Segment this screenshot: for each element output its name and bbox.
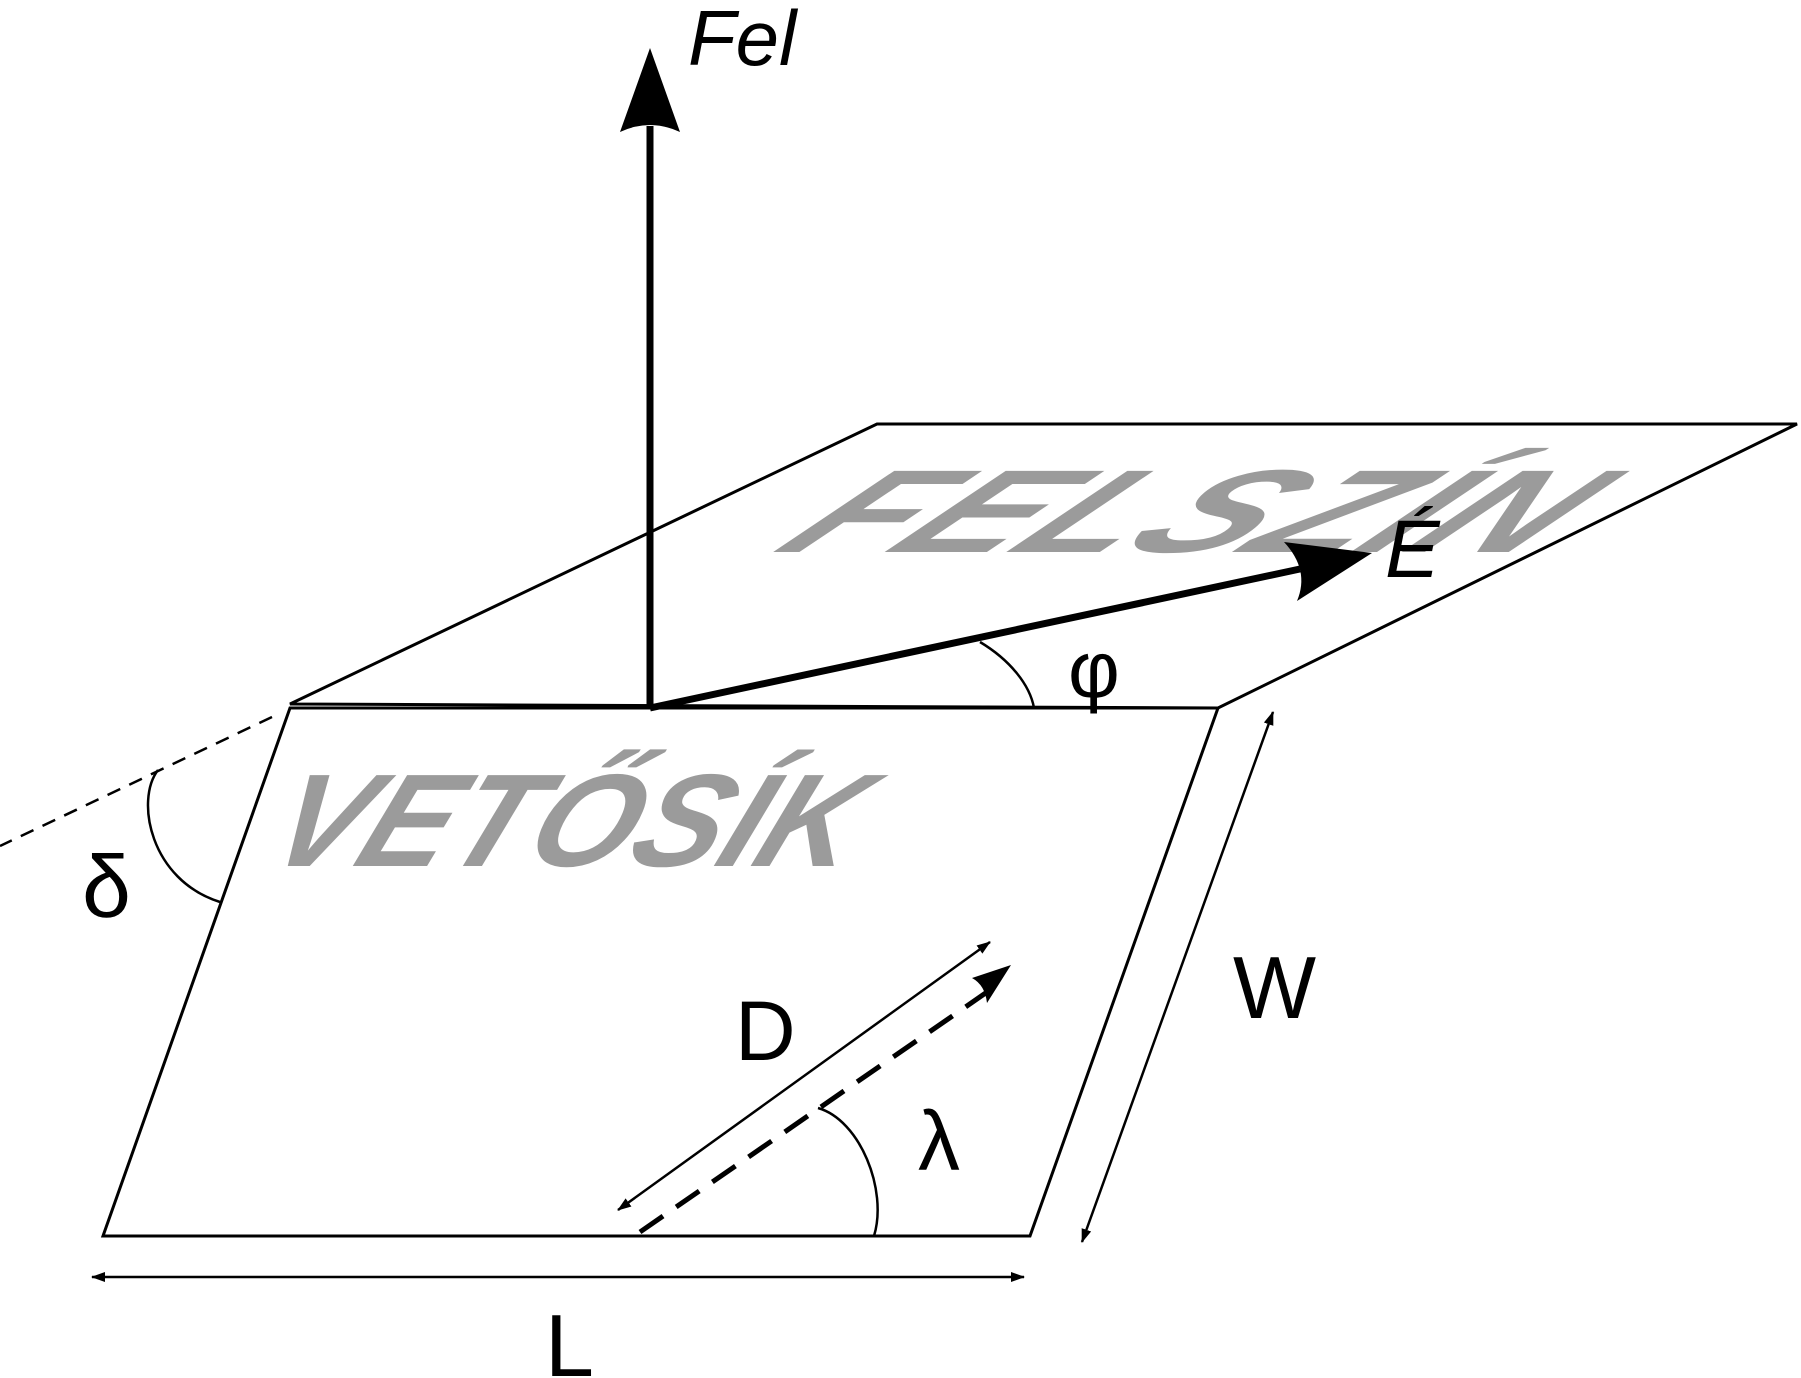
slip-magnitude-label: D <box>735 984 796 1078</box>
north-axis-label: É <box>1385 504 1441 595</box>
north-axis-line <box>649 565 1301 712</box>
dip-angle-arc <box>146 769 221 904</box>
rake-angle-label: λ <box>918 1094 960 1188</box>
width-label: W <box>1233 938 1316 1037</box>
slip-magnitude-arrow <box>617 940 991 1212</box>
up-axis-label: Fel <box>688 0 799 82</box>
dip-reference-dashed-line <box>0 715 273 848</box>
length-label: L <box>545 1296 594 1378</box>
fault-plane-label: VETŐSÍK <box>250 748 900 895</box>
strike-angle-label: φ <box>1068 625 1120 714</box>
rake-angle-arc <box>817 1106 879 1237</box>
strike-angle-arc <box>979 640 1036 709</box>
north-arrow-head <box>1284 542 1372 601</box>
slip-vector-arrow-head <box>972 965 1011 1003</box>
surface-plane-label: FELSZÍN <box>740 445 1662 577</box>
dip-angle-label: δ <box>82 837 131 936</box>
width-dimension-arrow <box>1080 711 1275 1243</box>
up-arrow-head <box>620 48 680 132</box>
